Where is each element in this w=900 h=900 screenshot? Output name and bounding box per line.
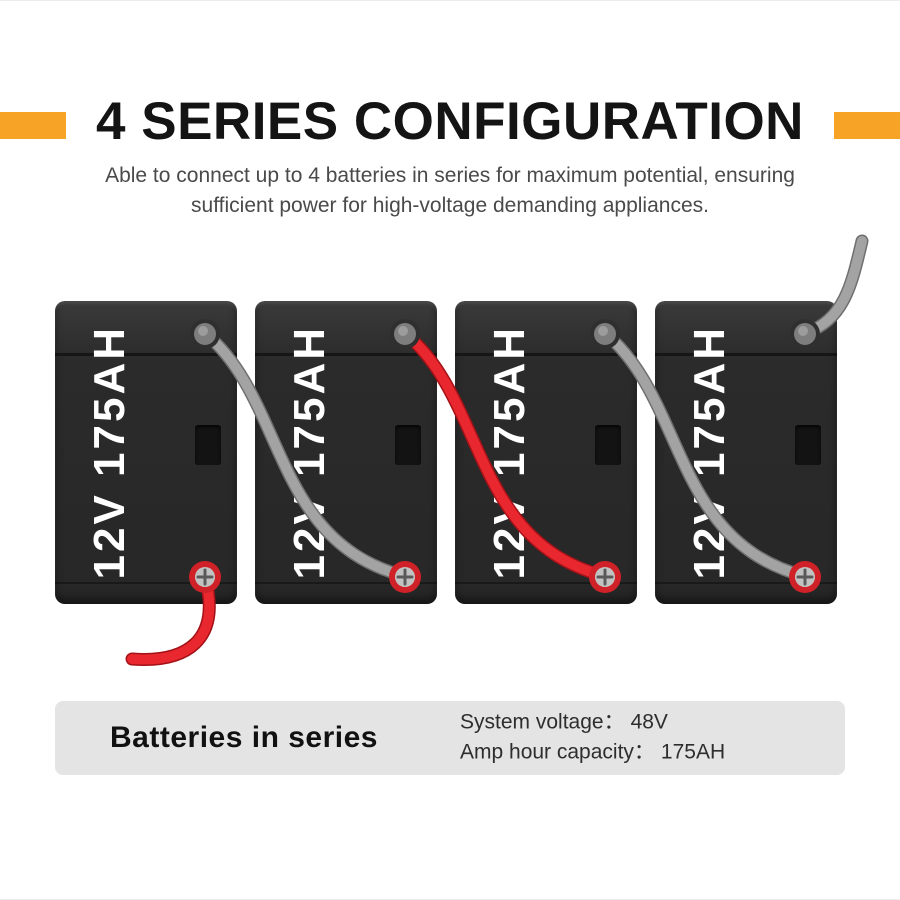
subtitle-line-2: sufficient power for high-voltage demand… (191, 194, 709, 218)
spec-amp-hour-capacity-value: 175AH (660, 741, 726, 764)
battery-4-bottom-seam (655, 582, 837, 584)
battery-1-vent-slot (195, 425, 221, 465)
battery-4-vent-slot (795, 425, 821, 465)
battery-2-bottom-seam (255, 582, 437, 584)
accent-bar-right (834, 112, 900, 139)
battery-2-vent-slot (395, 425, 421, 465)
spec-system-voltage-value: 48V (630, 710, 668, 734)
accent-bar-left (0, 112, 66, 139)
battery-2-label-wrap: 12V 175AH (269, 301, 351, 604)
battery-3-label-wrap: 12V 175AH (469, 301, 551, 604)
battery-4: 12V 175AH (655, 301, 837, 604)
spec-amp-hour-capacity: Amp hour capacity：175AH (460, 738, 725, 768)
battery-2: 12V 175AH (255, 301, 437, 604)
spec-amp-hour-capacity-label: Amp hour capacity： (460, 741, 655, 764)
battery-3: 12V 175AH (455, 301, 637, 604)
battery-2-label: 12V 175AH (285, 325, 334, 580)
battery-1-label: 12V 175AH (85, 325, 134, 580)
battery-3-vent-slot (595, 425, 621, 465)
page-title: 4 SERIES CONFIGURATION (96, 92, 804, 151)
footer-bar: Batteries in series System voltage：48V A… (55, 701, 845, 775)
battery-4-label: 12V 175AH (685, 325, 734, 580)
battery-4-label-wrap: 12V 175AH (669, 301, 751, 604)
battery-1: 12V 175AH (55, 301, 237, 604)
battery-3-bottom-seam (455, 582, 637, 584)
subtitle: Able to connect up to 4 batteries in ser… (0, 161, 900, 222)
battery-1-label-wrap: 12V 175AH (69, 301, 151, 604)
subtitle-line-1: Able to connect up to 4 batteries in ser… (105, 164, 795, 187)
battery-1-lid-seam (55, 353, 237, 356)
spec-list: System voltage：48V Amp hour capacity：175… (460, 708, 725, 769)
spec-system-voltage: System voltage：48V (460, 708, 725, 738)
battery-3-label: 12V 175AH (485, 325, 534, 580)
footer-title: Batteries in series (110, 721, 378, 754)
spec-system-voltage-label: System voltage： (460, 710, 625, 734)
